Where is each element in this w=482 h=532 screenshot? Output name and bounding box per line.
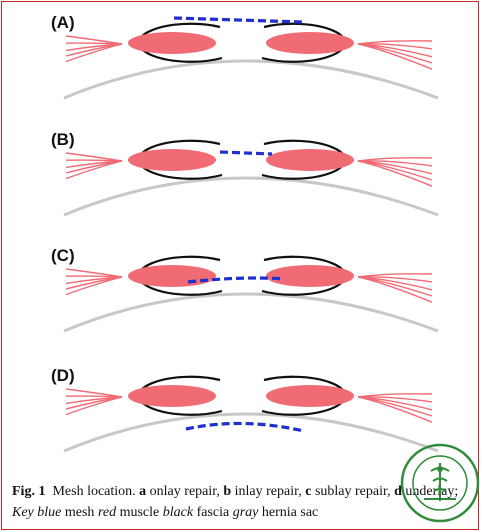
- hospital-seal-icon: [400, 443, 480, 523]
- panel-4-tendon-right-5: [357, 396, 433, 423]
- panel-3-muscle-right: [266, 265, 354, 287]
- caption-gray: gray: [232, 505, 259, 520]
- panel-1-muscle-right: [266, 32, 354, 54]
- caption-c-letter: c: [305, 484, 312, 499]
- panel-1-label: (A): [51, 13, 75, 32]
- caption-blue-text: mesh: [64, 505, 95, 520]
- panel-3-tendon-left-2: [65, 275, 123, 278]
- panel-1-tendon-right-5: [357, 43, 433, 70]
- panel-4-muscle-right: [266, 385, 354, 407]
- panel-1-hernia-sac: [63, 59, 439, 100]
- caption-gray-text: hernia sac: [261, 505, 319, 520]
- figure-caption: Fig. 1 Mesh location. a onlay repair, b …: [12, 481, 472, 523]
- panel-3-tendon-right-5: [357, 276, 433, 303]
- panel-4-tendon-left-5: [65, 396, 123, 416]
- panel-4-mesh-underlay: [185, 421, 305, 433]
- panel-1-tendon-left-5: [65, 43, 123, 63]
- caption-red: red: [97, 505, 117, 520]
- caption-title: Mesh location.: [52, 484, 136, 499]
- panel-2-muscle-right: [266, 149, 354, 171]
- panel-3-label: (C): [51, 246, 75, 265]
- caption-b-text: inlay repair,: [234, 484, 302, 499]
- panel-2-hernia-sac: [63, 176, 439, 217]
- caption-b-letter: b: [223, 484, 232, 499]
- caption-key-label: Key: [12, 505, 34, 520]
- panel-3-hernia-sac: [63, 292, 439, 333]
- panel-4-tendon-left-2: [65, 395, 123, 398]
- panel-1-tendon-left-2: [65, 42, 123, 45]
- caption-black: black: [162, 505, 194, 520]
- caption-a-text: onlay repair,: [149, 484, 220, 499]
- caption-fig-label: Fig. 1: [12, 484, 46, 499]
- panel-3-tendon-left-5: [65, 276, 123, 296]
- panel-3-muscle-left: [128, 265, 216, 287]
- panel-2-mesh-inlay: [219, 150, 273, 156]
- caption-c-text: sublay repair,: [314, 484, 391, 499]
- panel-1-muscle-left: [128, 32, 216, 54]
- caption-blue: blue: [37, 505, 62, 520]
- panel-4-hernia-sac: [63, 412, 439, 453]
- caption-d-letter: d: [394, 484, 402, 499]
- caption-a-letter: a: [139, 484, 147, 499]
- panel-1-mesh-onlay: [173, 16, 303, 24]
- caption-red-text: muscle: [119, 505, 160, 520]
- caption-black-text: fascia: [196, 505, 230, 520]
- panel-2-tendon-right-5: [357, 160, 433, 187]
- panel-4-label: (D): [51, 366, 75, 385]
- panel-3-mesh-sublay: [187, 276, 285, 284]
- panel-2-muscle-left: [128, 149, 216, 171]
- mesh-location-diagram: (A) (B) (C) (D): [51, 13, 439, 453]
- caption-d-text: underlay;: [405, 484, 459, 499]
- panel-2-label: (B): [51, 130, 75, 149]
- panel-2-tendon-left-5: [65, 160, 123, 180]
- panel-2-tendon-left-2: [65, 159, 123, 162]
- panel-4-muscle-left: [128, 385, 216, 407]
